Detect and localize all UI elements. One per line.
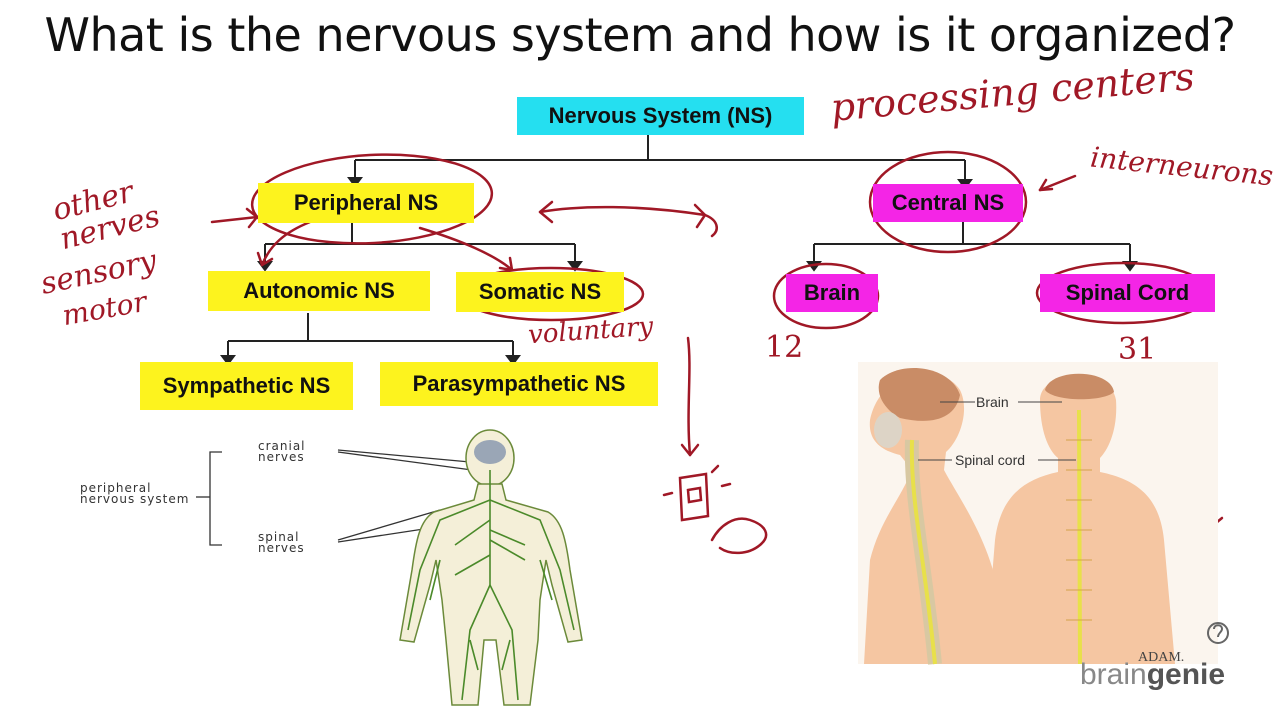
label-cranial-nerves: cranial nerves <box>258 441 338 463</box>
node-parasympathetic-ns: Parasympathetic NS <box>380 362 658 406</box>
label-brain: Brain <box>976 394 1009 410</box>
label-spinal-nerves: spinal nerves <box>258 532 338 554</box>
node-somatic-ns: Somatic NS <box>456 272 624 312</box>
annotation-spinal-count: 31 <box>1118 332 1156 367</box>
logo-genie-text: genie <box>1147 658 1225 691</box>
label-peripheral-nervous-system: peripheral nervous system <box>80 483 200 505</box>
node-autonomic-ns: Autonomic NS <box>208 271 430 311</box>
node-sympathetic-ns: Sympathetic NS <box>140 362 353 410</box>
nervous-body-figure <box>400 430 582 705</box>
node-central-ns: Central NS <box>873 184 1023 222</box>
node-peripheral-ns: Peripheral NS <box>258 183 474 223</box>
annotation-brain-count: 12 <box>765 330 803 365</box>
node-nervous-system: Nervous System (NS) <box>517 97 804 135</box>
spine-anatomy-figure <box>858 362 1218 664</box>
label-spinal-cord: Spinal cord <box>955 452 1025 468</box>
node-brain: Brain <box>786 274 878 312</box>
node-spinal-cord: Spinal Cord <box>1040 274 1215 312</box>
braingenie-logo: braingenie <box>1080 658 1225 692</box>
logo-brain-text: brain <box>1080 658 1147 691</box>
